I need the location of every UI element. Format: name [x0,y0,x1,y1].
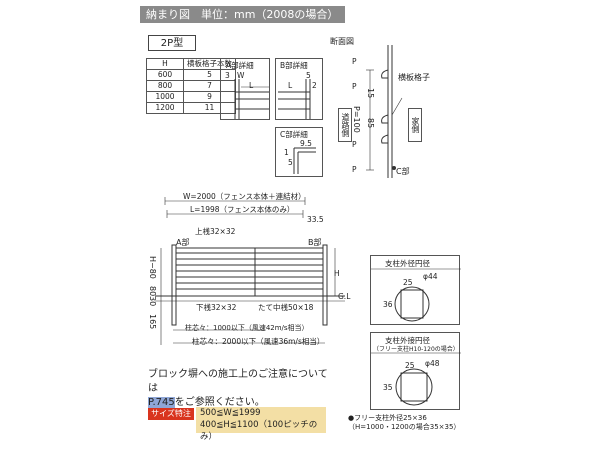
detail-a-dim-l: L [249,81,254,90]
section-p1: P [352,57,357,66]
table-cell: 1000 [146,91,184,103]
post1-box: 支柱外径円径 25 φ44 36 [370,255,461,325]
section-label-road: 道路側 [338,108,352,142]
detail-a-dim-w: W [237,71,245,80]
post1-diam: φ44 [423,272,438,281]
section-label-slat: 横板格子 [398,73,430,82]
notice-page-ref-link[interactable]: P.745 [148,397,175,408]
post1-title: 支柱外径円径 [385,259,430,268]
free-post-line1: ●フリー支柱外径25×36 [348,414,427,422]
post2-side: 25 [405,361,415,370]
detail-c-dim-5: 5 [288,158,293,167]
elevation-drawing [155,197,345,345]
post2-side2: 35 [383,383,393,392]
detail-b-dim-5: 5 [306,71,311,80]
custom-size-width: 500≦W≦1999 [200,408,261,418]
detail-b-dim-2: 2 [312,81,317,90]
section-drawing [366,45,403,178]
section-dim-85: 85 [366,118,375,129]
detail-a-title: A部詳細 [226,61,254,70]
detail-b-drawing [278,79,311,119]
table-header-h: H [146,58,184,70]
section-p4: P [352,165,357,174]
elevation-left-h80: H−80 [148,256,157,279]
section-label-house: 家側 [408,108,422,142]
custom-size-range: 500≦W≦1999 400≦H≦1100（100ピッチのみ） [196,407,326,442]
elevation-pitch2: 柱芯々：2000以下（風速36m/s相当） [192,337,325,346]
table-cell: 600 [146,69,184,81]
detail-c-dim-95: 9.5 [300,139,312,148]
installation-notice: ブロック塀への施工上のご注意については P.745をご参照ください。 [148,368,328,410]
section-p3: P [352,140,357,149]
elevation-pitch1: 柱芯々：1000以下（風速42m/s相当） [185,324,309,332]
detail-c-drawing [293,147,316,174]
model-badge: 2P型 [148,35,196,51]
section-p2: P [352,82,357,91]
section-title: 断面図 [330,37,354,46]
notice-line2: をご参照ください。 [174,397,265,408]
detail-a-drawing [234,79,269,119]
detail-a-dim-3: 3 [225,71,230,80]
elevation-dim-335: 33.5 [307,215,324,224]
free-post-note: ●フリー支柱外径25×36 （H=1000・1200の場合35×35） [348,414,461,432]
notice-line1: ブロック塀への施工上のご注意については [148,369,328,394]
elevation-l-label: L=1998（フェンス本体のみ） [190,205,295,214]
post2-diam: φ48 [425,359,440,368]
table-cell: 1200 [146,102,184,114]
detail-a-box: A部詳細 3 W L [220,58,270,120]
detail-c-title: C部詳細 [280,130,308,139]
section-pitch: P=100 [352,106,361,133]
detail-b-dim-l: L [288,81,293,90]
post1-side2: 36 [383,300,393,309]
section-label-c: C部 [396,167,410,176]
elevation-mid-rail: たて中桟50×18 [258,303,314,312]
post1-side: 25 [403,278,413,287]
elevation-bottom-rail: 下桟32×32 [196,303,237,312]
post2-subtitle: （フリー支柱H10-120の場合） [373,346,459,353]
table-cell: 800 [146,80,184,92]
elevation-left-80: 80 [148,286,157,297]
detail-c-box: C部詳細 9.5 1 5 [275,127,323,177]
post2-title: 支柱外接円径 [385,336,430,345]
elevation-top-rail: 上桟32×32 [195,227,236,236]
custom-size-height: 400≦H≦1100（100ピッチのみ） [200,420,318,442]
post2-drawing [371,352,461,406]
elevation-a-label: A部 [176,238,190,247]
elevation-left-30: 30 [148,296,157,307]
elevation-left-165: 165 [148,314,157,330]
elevation-w-label: W=2000（フェンス本体＋連結材） [183,192,306,201]
custom-size-tag: サイズ特注 [148,408,194,420]
detail-b-title: B部詳細 [280,61,308,70]
elevation-h-label: H [334,269,340,278]
post2-box: 支柱外接円径 （フリー支柱H10-120の場合） 25 φ48 35 [370,332,461,410]
post1-drawing [371,268,461,322]
section-dim-15: 15 [366,88,375,99]
free-post-line2: （H=1000・1200の場合35×35） [348,423,461,431]
page-title: 納まり図 単位：mm（2008の場合） [140,6,345,23]
detail-b-box: B部詳細 5 L 2 [275,58,323,120]
elevation-b-label: B部 [308,238,322,247]
detail-c-dim-1: 1 [284,148,289,157]
